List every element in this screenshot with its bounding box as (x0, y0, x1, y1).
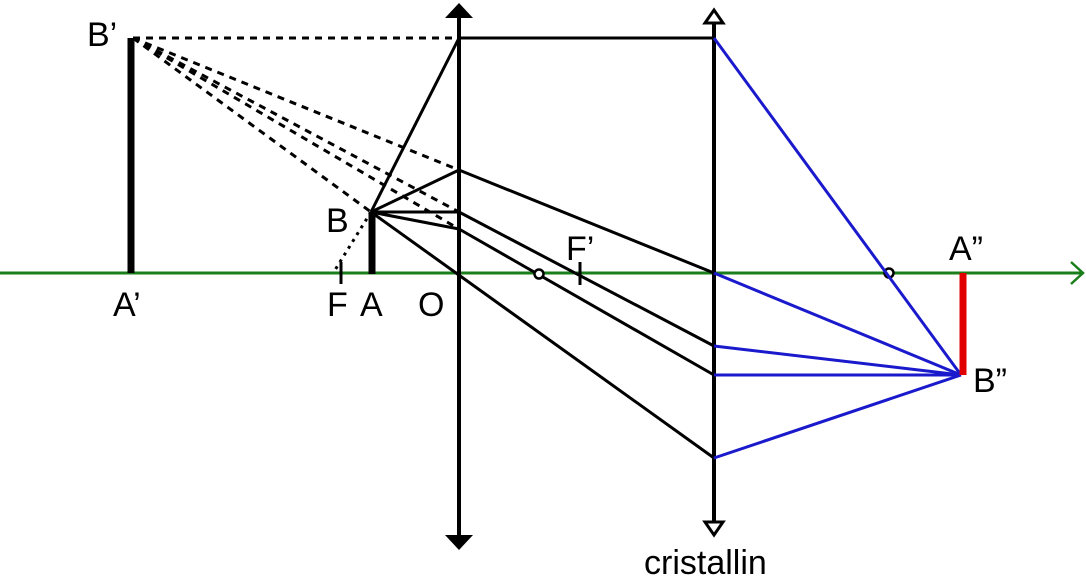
incident-rays (369, 37, 715, 460)
cristallin-top-arrowhead (702, 7, 726, 25)
label-f-prime: F’ (566, 230, 594, 268)
lens-top-arrowhead (445, 3, 473, 18)
label-b-prime: B’ (87, 16, 117, 54)
focal-construction-dotted (333, 211, 373, 271)
lens-bottom-arrowhead (445, 535, 473, 550)
eye-rays (712, 37, 963, 460)
label-a-prime: A’ (113, 286, 141, 324)
optical-axis-arrowhead (1070, 261, 1085, 285)
label-a-double: A” (949, 230, 983, 268)
label-b: B (326, 202, 349, 240)
label-o: O (418, 286, 444, 324)
axis-marker-circle-1 (533, 268, 545, 280)
label-cristallin: cristallin (644, 544, 767, 580)
emergent-rays (458, 36, 715, 377)
label-f: F (327, 286, 348, 324)
label-b-double: B” (973, 362, 1007, 400)
label-a: A (360, 286, 383, 324)
cristallin-bottom-arrowhead (702, 520, 726, 538)
